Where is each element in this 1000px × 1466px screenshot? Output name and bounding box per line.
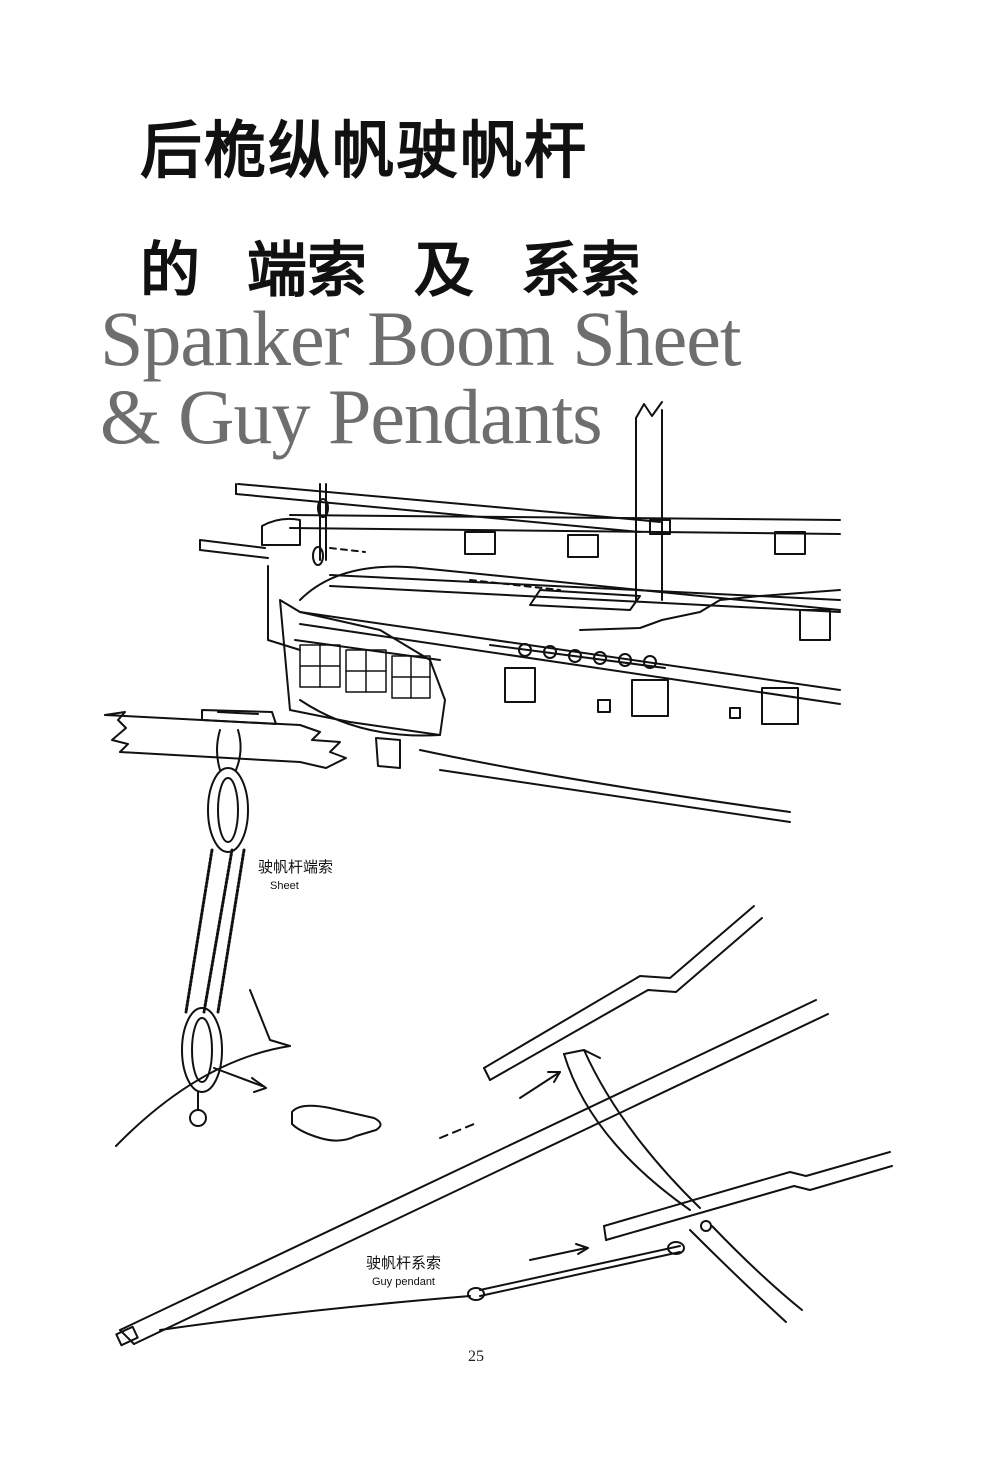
- ship-stern-drawing: [199, 401, 841, 823]
- guy-pendant-label-english: Guy pendant: [372, 1276, 435, 1288]
- english-title-line-2: & Guy Pendants: [100, 373, 603, 460]
- page-number: 25: [468, 1348, 484, 1365]
- chinese-title-line-2: 的 端索 及 系索: [140, 236, 641, 306]
- sheet-label-english: Sheet: [270, 880, 299, 892]
- sheet-label-chinese: 驶帆杆端索: [258, 858, 334, 876]
- guy-pendant-label-chinese: 驶帆杆系索: [366, 1254, 442, 1272]
- sheet-tackle-detail: [104, 709, 382, 1147]
- chinese-title-line-1: 后桅纵帆驶帆杆: [140, 114, 589, 187]
- guy-pendant-detail: [115, 905, 893, 1347]
- english-title-line-1: Spanker Boom Sheet: [100, 295, 742, 382]
